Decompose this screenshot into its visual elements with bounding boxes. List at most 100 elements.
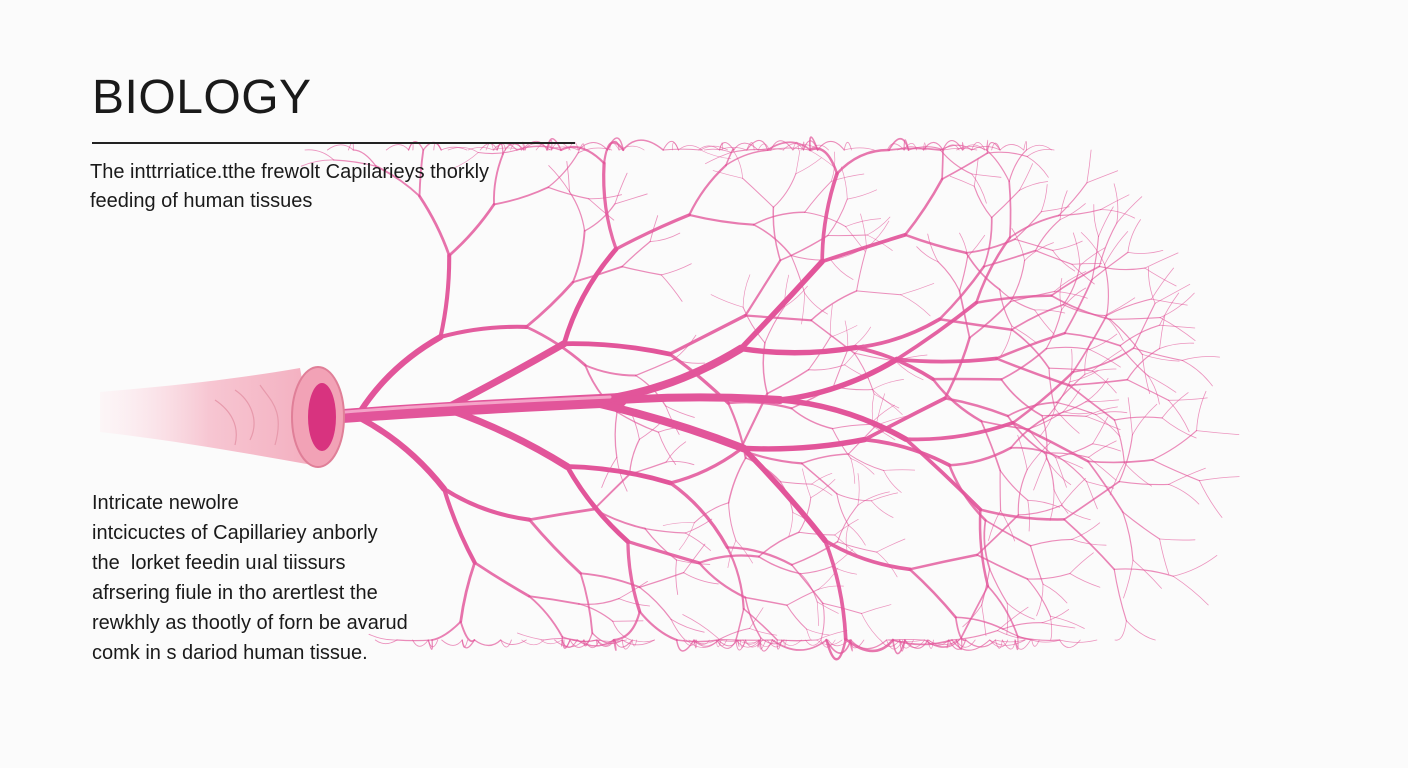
- capillary-branch: [1161, 417, 1197, 439]
- capillary-branch: [1002, 622, 1043, 630]
- capillary-branch: [613, 639, 617, 651]
- capillary-branch: [1159, 342, 1195, 349]
- capillary-branch: [578, 597, 620, 606]
- capillary-branch: [1058, 209, 1102, 217]
- capillary-branch: [1010, 303, 1065, 331]
- capillary-branch: [848, 524, 866, 546]
- capillary-branch: [467, 147, 494, 151]
- capillary-branch: [559, 145, 606, 165]
- capillary-branch: [892, 639, 906, 655]
- capillary-branch: [923, 142, 927, 151]
- capillary-branch: [904, 639, 929, 649]
- capillary-branch: [786, 604, 808, 630]
- capillary-branch: [975, 236, 1012, 304]
- capillary-branch: [759, 639, 767, 650]
- capillary-branch: [758, 555, 802, 575]
- capillary-branch: [1029, 545, 1044, 585]
- capillary-branch: [710, 294, 744, 308]
- capillary-branch: [1017, 636, 1061, 641]
- capillary-branch: [1072, 314, 1108, 373]
- capillary-branch: [1026, 144, 1053, 151]
- capillary-branch: [662, 522, 695, 526]
- capillary-branch: [836, 541, 878, 553]
- capillary-branch: [693, 502, 730, 524]
- capillary-branch: [547, 146, 579, 151]
- artery-tube: [100, 366, 345, 468]
- capillary-branch: [744, 259, 782, 317]
- capillary-branch: [730, 148, 769, 153]
- capillary-branch: [473, 561, 531, 598]
- capillary-branch: [603, 141, 625, 165]
- capillary-branch: [326, 144, 354, 151]
- capillary-branch: [971, 173, 1002, 178]
- capillary-branch: [571, 639, 598, 643]
- capillary-branch: [418, 149, 425, 198]
- capillary-branch: [1014, 211, 1042, 240]
- capillary-branch: [850, 639, 888, 650]
- capillary-branch: [438, 324, 529, 340]
- capillary-branch: [1132, 559, 1162, 589]
- capillary-branch: [1168, 397, 1208, 401]
- capillary-branch: [1069, 573, 1101, 588]
- capillary-branch: [817, 585, 844, 590]
- capillary-branch: [764, 306, 785, 344]
- capillary-branch: [834, 534, 858, 556]
- capillary-branch: [374, 165, 421, 198]
- capillary-branch: [784, 285, 808, 308]
- capillary-branch: [1113, 416, 1163, 421]
- capillary-branch: [1052, 240, 1083, 251]
- capillary-branch: [861, 613, 881, 641]
- capillary-branch: [1018, 181, 1049, 191]
- capillary-branch: [1026, 572, 1071, 580]
- capillary-branch: [1098, 265, 1146, 271]
- capillary-branch: [1018, 163, 1033, 191]
- capillary-branch: [1147, 375, 1177, 393]
- capillary-branch: [894, 360, 924, 381]
- capillary-branch: [956, 146, 987, 151]
- capillary-branch: [1122, 511, 1134, 561]
- capillary-branch: [1072, 232, 1081, 266]
- capillary-branch: [1086, 149, 1092, 184]
- capillary-branch: [668, 481, 729, 550]
- capillary-branch: [1040, 184, 1048, 213]
- capillary-branch: [997, 606, 1029, 631]
- capillary-branch: [670, 618, 686, 641]
- capillary-branch: [670, 618, 705, 633]
- capillary-branch: [816, 601, 820, 627]
- capillary-branch: [860, 213, 867, 249]
- capillary-branch: [872, 379, 904, 390]
- capillary-branch: [1009, 446, 1060, 458]
- capillary-branch: [939, 149, 973, 175]
- capillary-branch: [561, 246, 619, 347]
- capillary-branch: [1196, 390, 1207, 431]
- capillary-branch: [621, 639, 633, 650]
- capillary-branch: [1113, 183, 1119, 224]
- capillary-branch: [1063, 480, 1121, 521]
- capillary-branch: [662, 148, 702, 151]
- capillary-branch: [304, 149, 335, 161]
- capillary-branch: [719, 142, 723, 151]
- capillary-branch: [516, 145, 562, 151]
- capillary-branch: [849, 639, 865, 649]
- capillary-branch: [829, 304, 833, 338]
- capillary-branch: [746, 139, 769, 151]
- capillary-branch: [746, 142, 755, 151]
- capillary-branch: [357, 415, 448, 492]
- capillary-branch: [584, 364, 637, 377]
- capillary-branch: [1161, 392, 1189, 419]
- capillary-branch: [1088, 456, 1117, 481]
- capillary-branch: [735, 540, 753, 564]
- capillary-branch: [752, 211, 806, 226]
- capillary-branch: [1095, 414, 1121, 437]
- capillary-branch: [965, 238, 1016, 254]
- capillary-branch: [368, 633, 398, 641]
- capillary-branch: [1045, 346, 1091, 351]
- capillary-branch: [735, 608, 745, 641]
- capillary-branch: [830, 259, 854, 280]
- capillary-branch: [1151, 298, 1188, 306]
- capillary-branch: [897, 146, 925, 151]
- capillary-branch: [593, 473, 631, 511]
- capillary-branch: [427, 639, 439, 648]
- capillary-branch: [971, 146, 1001, 151]
